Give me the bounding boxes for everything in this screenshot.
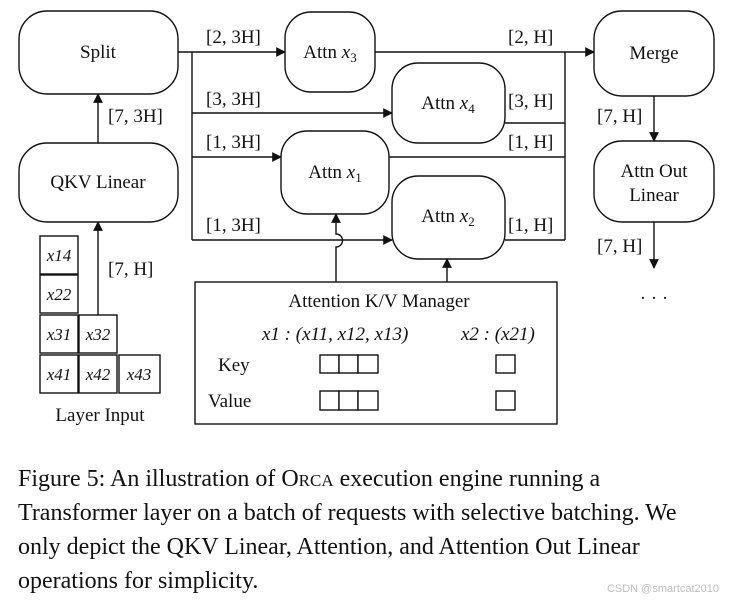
input-cell-text-x43: x43	[126, 365, 152, 384]
attn-x1-node	[280, 130, 390, 215]
attn-x2-node	[391, 175, 506, 260]
input-cell-x41	[39, 354, 79, 394]
caption-prefix: Figure 5: An illustration of	[18, 466, 282, 492]
watermark: CSDN @smartcat2010	[606, 583, 719, 595]
layer-input-label: Layer Input	[55, 405, 145, 426]
figure-caption: Figure 5: An illustration of Orca execut…	[18, 462, 718, 598]
kv-row-value: Value	[208, 391, 251, 412]
input-cell-text-x41: x41	[46, 365, 72, 384]
edge-label-split-x2: [1, 3H]	[206, 215, 261, 236]
input-cell-x32	[78, 314, 118, 354]
kv-key-x1-block-3	[357, 354, 379, 374]
caption-suffix: execution engine running a Transformer l…	[18, 466, 677, 594]
kv-value-x1-block-2	[338, 390, 359, 411]
input-cell-x42	[78, 354, 118, 394]
attn-out-label-1: Attn Out	[620, 161, 688, 182]
kv-manager-title: Attention K/V Manager	[288, 291, 470, 312]
attn-out-linear-node	[593, 140, 715, 223]
input-cell-text-x31: x31	[46, 325, 72, 344]
merge-node	[593, 10, 715, 97]
input-cell-text-x32: x32	[85, 325, 111, 344]
attn-x3-node	[284, 11, 376, 93]
edge-label-qkv-split: [7, 3H]	[108, 106, 163, 127]
attn-x1-label: Attn x1	[308, 162, 361, 185]
edge-label-split-x3: [2, 3H]	[206, 27, 261, 48]
edge-label-out-next: [7, H]	[597, 236, 642, 257]
kv-value-x1-block-1	[319, 390, 340, 411]
kv-x2-label: x2 : (x21)	[460, 324, 535, 345]
kv-key-x1-block-2	[338, 354, 359, 374]
edge-label-split-x1: [1, 3H]	[206, 132, 261, 153]
merge-label: Merge	[629, 43, 678, 64]
attn-x4-node	[391, 62, 506, 144]
attn-x4-label: Attn x4	[421, 93, 475, 116]
edge-label-merge-out: [7, H]	[597, 106, 642, 127]
input-cell-x31	[39, 314, 79, 354]
edge-label-split-x4: [3, 3H]	[206, 89, 261, 110]
kv-row-key: Key	[218, 355, 250, 376]
kv-x1-label: x1 : (x11, x12, x13)	[261, 324, 408, 345]
caption-system-name: Orca	[281, 466, 334, 492]
split-node	[18, 10, 179, 95]
input-cell-text-x42: x42	[85, 365, 111, 384]
input-cell-x43	[118, 354, 161, 394]
attn-out-label-2: Linear	[629, 185, 679, 206]
edge-label-x1-merge: [1, H]	[508, 132, 553, 153]
edge-label-x4-merge: [3, H]	[508, 91, 553, 112]
edge-kv-x1	[331, 213, 344, 282]
edge-label-x3-merge: [2, H]	[508, 27, 553, 48]
input-cell-text-x14: x14	[46, 246, 72, 265]
input-cell-x22	[39, 274, 79, 314]
edge-label-x2-merge: [1, H]	[508, 215, 553, 236]
attn-x2-label: Attn x2	[421, 206, 474, 229]
input-cell-text-x22: x22	[46, 285, 72, 304]
kv-key-x2-block-1	[495, 354, 516, 374]
kv-value-x1-block-3	[357, 390, 379, 411]
kv-key-x1-block-1	[319, 354, 340, 374]
split-label: Split	[80, 42, 117, 63]
kv-value-x2-block-1	[495, 390, 516, 411]
attn-x3-label: Attn x3	[303, 42, 356, 65]
orca-diagram: Split QKV Linear Merge Attn Out Linear A…	[18, 10, 715, 426]
input-cell-x14	[39, 235, 79, 275]
qkv-linear-node	[18, 142, 179, 223]
ellipsis: · · ·	[640, 288, 668, 309]
edge-label-input-qkv: [7, H]	[108, 259, 153, 280]
qkv-linear-label: QKV Linear	[50, 172, 146, 193]
